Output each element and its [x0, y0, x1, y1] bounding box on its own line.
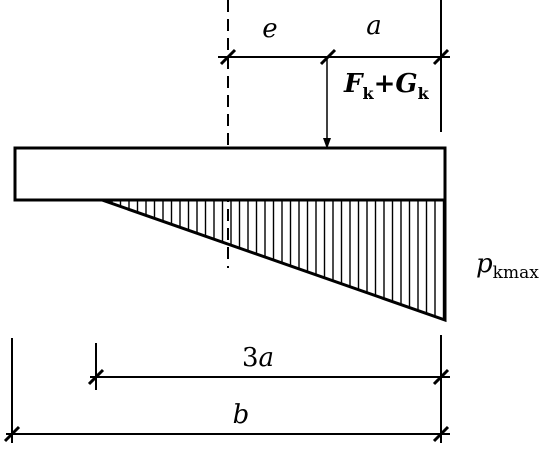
tick-b-right: [432, 425, 450, 443]
load-F-sub: k: [362, 84, 374, 103]
tick-3a-left: [87, 368, 105, 386]
tick-3a-right: [432, 368, 450, 386]
tick-b-left: [3, 425, 21, 443]
label-pressure: pkmax: [476, 249, 539, 283]
tick-e-left: [219, 48, 237, 66]
load-F: F: [343, 69, 364, 99]
load-plus: +: [374, 69, 396, 99]
tick-a-right: [432, 48, 450, 66]
label-3a: 3a: [242, 343, 274, 373]
label-a: a: [366, 11, 382, 41]
label-3a-coef: 3: [242, 343, 259, 373]
label-load: Fk+Gk: [343, 69, 430, 103]
pressure-sub: kmax: [493, 263, 540, 283]
load-G-sub: k: [418, 84, 430, 103]
label-e: e: [262, 14, 277, 44]
pressure-triangle: [101, 198, 447, 323]
label-b: b: [233, 400, 250, 430]
pressure-p: p: [476, 249, 493, 279]
load-G: G: [395, 69, 417, 99]
tick-e-right: [319, 48, 337, 66]
foundation-slab: [13, 146, 447, 202]
load-arrow-head: [323, 138, 331, 149]
label-3a-var: a: [259, 343, 275, 373]
